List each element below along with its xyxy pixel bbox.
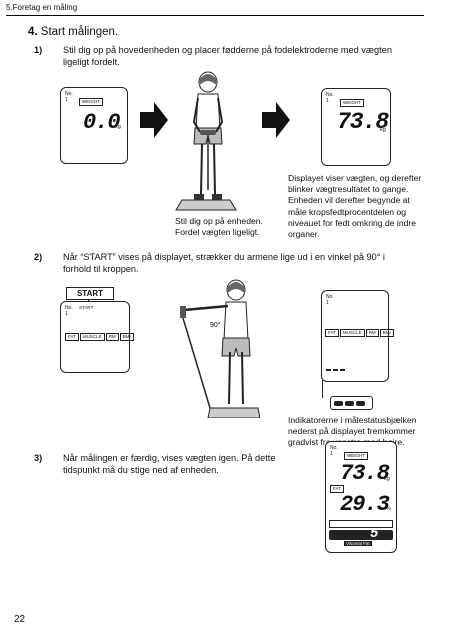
instruction-1-number: 1) — [34, 45, 43, 55]
instruction-3-line2: tidspunkt må du stige ned af enheden. — [63, 464, 219, 475]
instruction-2-line2: forhold til kroppen. — [63, 263, 139, 274]
page-number: 22 — [14, 614, 26, 625]
instruction-2-line1: Når “START” vises på displayet, strækker… — [63, 252, 385, 262]
instruction-3-text: Når målingen er færdig, vises vægten ige… — [63, 453, 275, 476]
visceral-bar — [329, 530, 393, 540]
visceral-level-value: 5 — [370, 526, 378, 542]
arrow-right-icon — [262, 102, 290, 138]
muscle-tag: MUSCLE — [339, 329, 365, 337]
weight-tag: WEIGHT — [79, 98, 103, 106]
weight-unit: kg — [380, 127, 386, 133]
weight-unit: kg — [115, 124, 121, 130]
weight-value: 0.0 — [83, 110, 121, 135]
instruction-3-line1: Når målingen er færdig, vises vægten ige… — [63, 453, 276, 463]
weight-tag: WEIGHT — [344, 452, 368, 460]
fat-unit: % — [386, 506, 391, 512]
user-number: No.1 — [330, 445, 338, 457]
rm-tag: RM — [365, 329, 379, 337]
start-callout: START — [66, 287, 114, 300]
instruction-2-number: 2) — [34, 252, 43, 262]
fat-tag: FAT — [325, 329, 339, 337]
instruction-3-number: 3) — [34, 453, 43, 463]
level-scale — [329, 520, 393, 528]
user-number: No.1 — [65, 91, 73, 103]
mode-tags: FAT MUSCLE RM BMI — [325, 329, 394, 337]
scale-display-result: No.1 WEIGHT 73.8 kg FAT 29.3 % 5 Viscera… — [325, 441, 397, 553]
step-heading: 4. Start målingen. — [28, 26, 118, 38]
status-bar-small — [326, 369, 345, 371]
muscle-tag: MUSCLE — [79, 333, 105, 341]
instruction-1-line1: Stil dig op på hovedenheden og placer fø… — [63, 45, 392, 55]
status-bar-magnified — [330, 396, 373, 410]
start-indicator: START — [79, 305, 94, 310]
weight-explanation: Displayet viser vægten, og derefter blin… — [288, 173, 438, 240]
user-number: No.1 — [65, 305, 73, 317]
instruction-1-text: Stil dig op på hovedenheden og placer fø… — [63, 45, 392, 68]
person-arms-extended-figure: 90° — [180, 279, 260, 418]
explanation-line: niveauet for fedt omkring de indre — [288, 217, 417, 228]
weight-tag: WEIGHT — [340, 99, 364, 107]
caption-line: Fordel vægten ligeligt. — [175, 227, 260, 238]
rm-tag: RM — [105, 333, 119, 341]
user-number: No.1 — [326, 92, 334, 104]
explanation-line: måle kropsfedtprocentdelen og — [288, 206, 407, 217]
figure-1-caption: Stil dig op på enheden. Fordel vægten li… — [175, 216, 263, 238]
arrow-right-icon — [140, 102, 168, 138]
scale-display-measuring: No.1 FAT MUSCLE RM BMI — [321, 290, 394, 382]
visceral-fat-label: Visceral Fat — [344, 541, 372, 546]
user-number: No.1 — [326, 294, 334, 306]
explanation-line: Indikatorerne i målestatusbjælken — [288, 415, 417, 425]
scale-display-weight: No.1 WEIGHT 73.8 kg — [321, 88, 391, 166]
fat-value: 29.3 — [340, 492, 390, 517]
breadcrumb: 5.Foretag en måling — [6, 3, 78, 12]
weight-unit: kg — [384, 476, 390, 482]
header-divider — [6, 15, 424, 16]
step-title: Start målingen. — [40, 26, 119, 38]
instruction-3: 3) Når målingen er færdig, vises vægten … — [34, 453, 324, 477]
weight-value: 73.8 — [340, 461, 390, 486]
explanation-line: Enheden vil derefter begynde at — [288, 195, 410, 206]
bmi-tag: BMI — [119, 333, 134, 341]
instruction-2: 2) Når “START” vises på displayet, stræk… — [34, 252, 429, 276]
instruction-1-line2: ligeligt fordelt. — [63, 56, 120, 67]
instruction-2-text: Når “START” vises på displayet, strækker… — [63, 252, 385, 275]
mode-tags: FAT MUSCLE RM BMI — [65, 333, 134, 341]
scale-display-start: No.1 START FAT MUSCLE RM BMI — [60, 301, 134, 373]
instruction-1: 1) Stil dig op på hovedenheden og placer… — [34, 45, 429, 69]
caption-line: Stil dig op på enheden. — [175, 216, 263, 226]
step-number: 4. — [28, 26, 38, 38]
explanation-line: blinker vægtresultatet to gange. — [288, 184, 409, 195]
fat-tag: FAT — [65, 333, 79, 341]
explanation-line: organer. — [288, 229, 320, 240]
person-standing-figure — [175, 71, 237, 211]
explanation-line: nederst på displayet fremkommer — [288, 426, 416, 437]
fat-tag: FAT — [330, 485, 344, 493]
angle-label: 90° — [210, 321, 221, 329]
zoom-line — [322, 380, 323, 398]
bmi-tag: BMI — [379, 329, 394, 337]
scale-display-initial: No.1 WEIGHT 0.0 kg — [60, 87, 128, 164]
explanation-line: Displayet viser vægten, og derefter — [288, 173, 422, 183]
weight-value: 73.8 — [337, 109, 389, 135]
